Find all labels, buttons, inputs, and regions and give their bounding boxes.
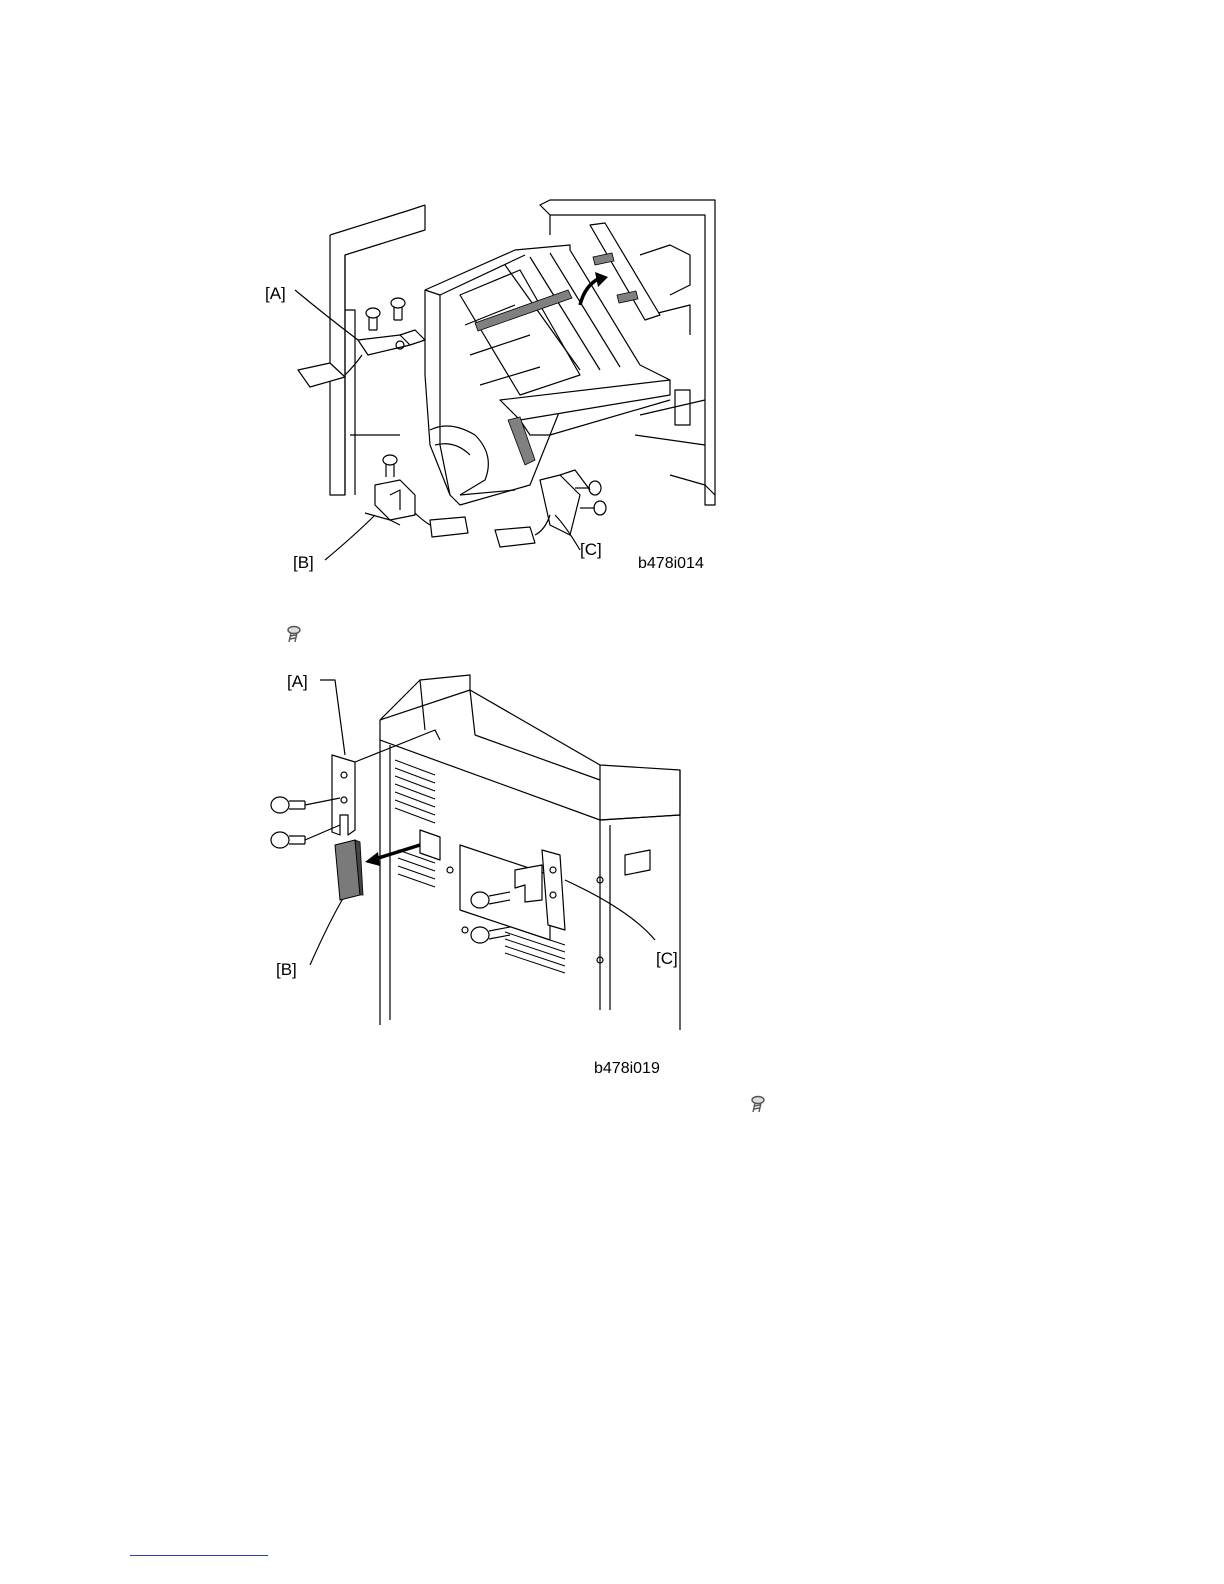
figure1-label-b: [B] bbox=[293, 553, 314, 573]
screw-icon bbox=[284, 625, 302, 645]
figure2-id: b478i019 bbox=[594, 1060, 660, 1078]
screw-icon bbox=[748, 1095, 766, 1115]
figure1-id: b478i014 bbox=[638, 555, 704, 573]
figure-b478i014-illustration bbox=[250, 195, 730, 580]
footnote-separator bbox=[130, 1555, 268, 1556]
figure2-label-a: [A] bbox=[287, 672, 308, 692]
figure1-label-c: [C] bbox=[580, 540, 602, 560]
figure1-label-a: [A] bbox=[265, 284, 286, 304]
figure2-label-b: [B] bbox=[276, 960, 297, 980]
figure-b478i019-illustration bbox=[260, 670, 700, 1035]
figure2-label-c: [C] bbox=[656, 949, 678, 969]
